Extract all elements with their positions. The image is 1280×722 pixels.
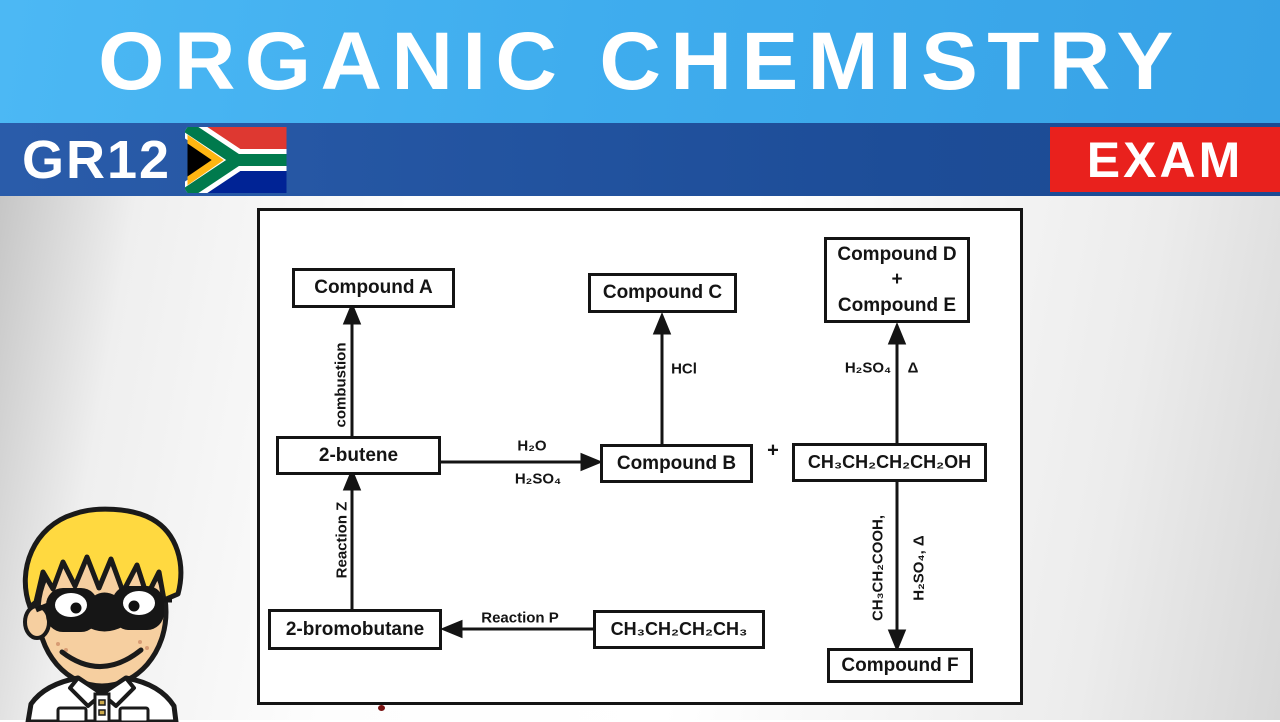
box-compound-d-label: Compound D	[837, 243, 957, 265]
box-compound-e-label: Compound E	[837, 294, 957, 316]
cartoon-student	[22, 506, 184, 722]
box-2-butene: 2-butene	[276, 436, 441, 475]
box-2-bromobutane: 2-bromobutane	[268, 609, 442, 650]
exam-badge: EXAM	[1050, 127, 1280, 192]
box-compound-c: Compound C	[588, 273, 737, 313]
plus-sign: +	[891, 269, 903, 291]
box-compound-c-label: Compound C	[602, 282, 723, 304]
label-hcl: HCl	[671, 360, 697, 378]
label-h2so4-dehydration: H₂SO₄	[844, 359, 892, 377]
box-butanol-label: CH₃CH₂CH₂CH₂OH	[807, 452, 972, 473]
label-combustion: combustion	[332, 342, 350, 428]
box-compound-a-label: Compound A	[314, 277, 433, 299]
label-plus: +	[767, 439, 779, 462]
label-reaction-p: Reaction P	[481, 609, 559, 627]
flowchart-arrows	[342, 302, 907, 652]
box-compound-b: Compound B	[600, 444, 753, 483]
box-compound-f: Compound F	[827, 648, 973, 683]
page-title: ORGANIC CHEMISTRY	[97, 15, 1183, 107]
label-h2o: H₂O	[517, 437, 547, 455]
title-banner: ORGANIC CHEMISTRY	[0, 0, 1280, 123]
box-compound-a: Compound A	[292, 268, 455, 308]
red-dot-mark	[378, 705, 385, 711]
box-butane: CH₃CH₂CH₂CH₃	[593, 610, 765, 649]
grade-label: GR12	[22, 129, 172, 190]
label-reaction-z: Reaction Z	[333, 501, 351, 579]
box-2-bromobutane-label: 2-bromobutane	[285, 618, 425, 640]
south-africa-flag-icon	[185, 126, 287, 193]
box-compound-f-label: Compound F	[841, 654, 959, 676]
label-ester-reagent: CH₃CH₂COOH,	[869, 514, 887, 622]
box-compound-b-label: Compound B	[616, 452, 737, 474]
label-ester-conditions: H₂SO₄, Δ	[910, 535, 928, 601]
exam-label: EXAM	[1086, 131, 1244, 188]
box-compound-d-e: Compound D + Compound E	[824, 237, 970, 323]
box-butanol: CH₃CH₂CH₂CH₂OH	[792, 443, 987, 482]
box-butane-label: CH₃CH₂CH₂CH₃	[610, 619, 748, 640]
content-area: Compound A Compound C Compound D + Compo…	[0, 196, 1280, 722]
box-2-butene-label: 2-butene	[318, 444, 399, 466]
label-delta: Δ	[907, 359, 919, 377]
reaction-flowchart: Compound A Compound C Compound D + Compo…	[257, 208, 1023, 711]
sub-banner: GR12 EXAM	[0, 123, 1280, 196]
label-h2so4: H₂SO₄	[514, 470, 562, 488]
